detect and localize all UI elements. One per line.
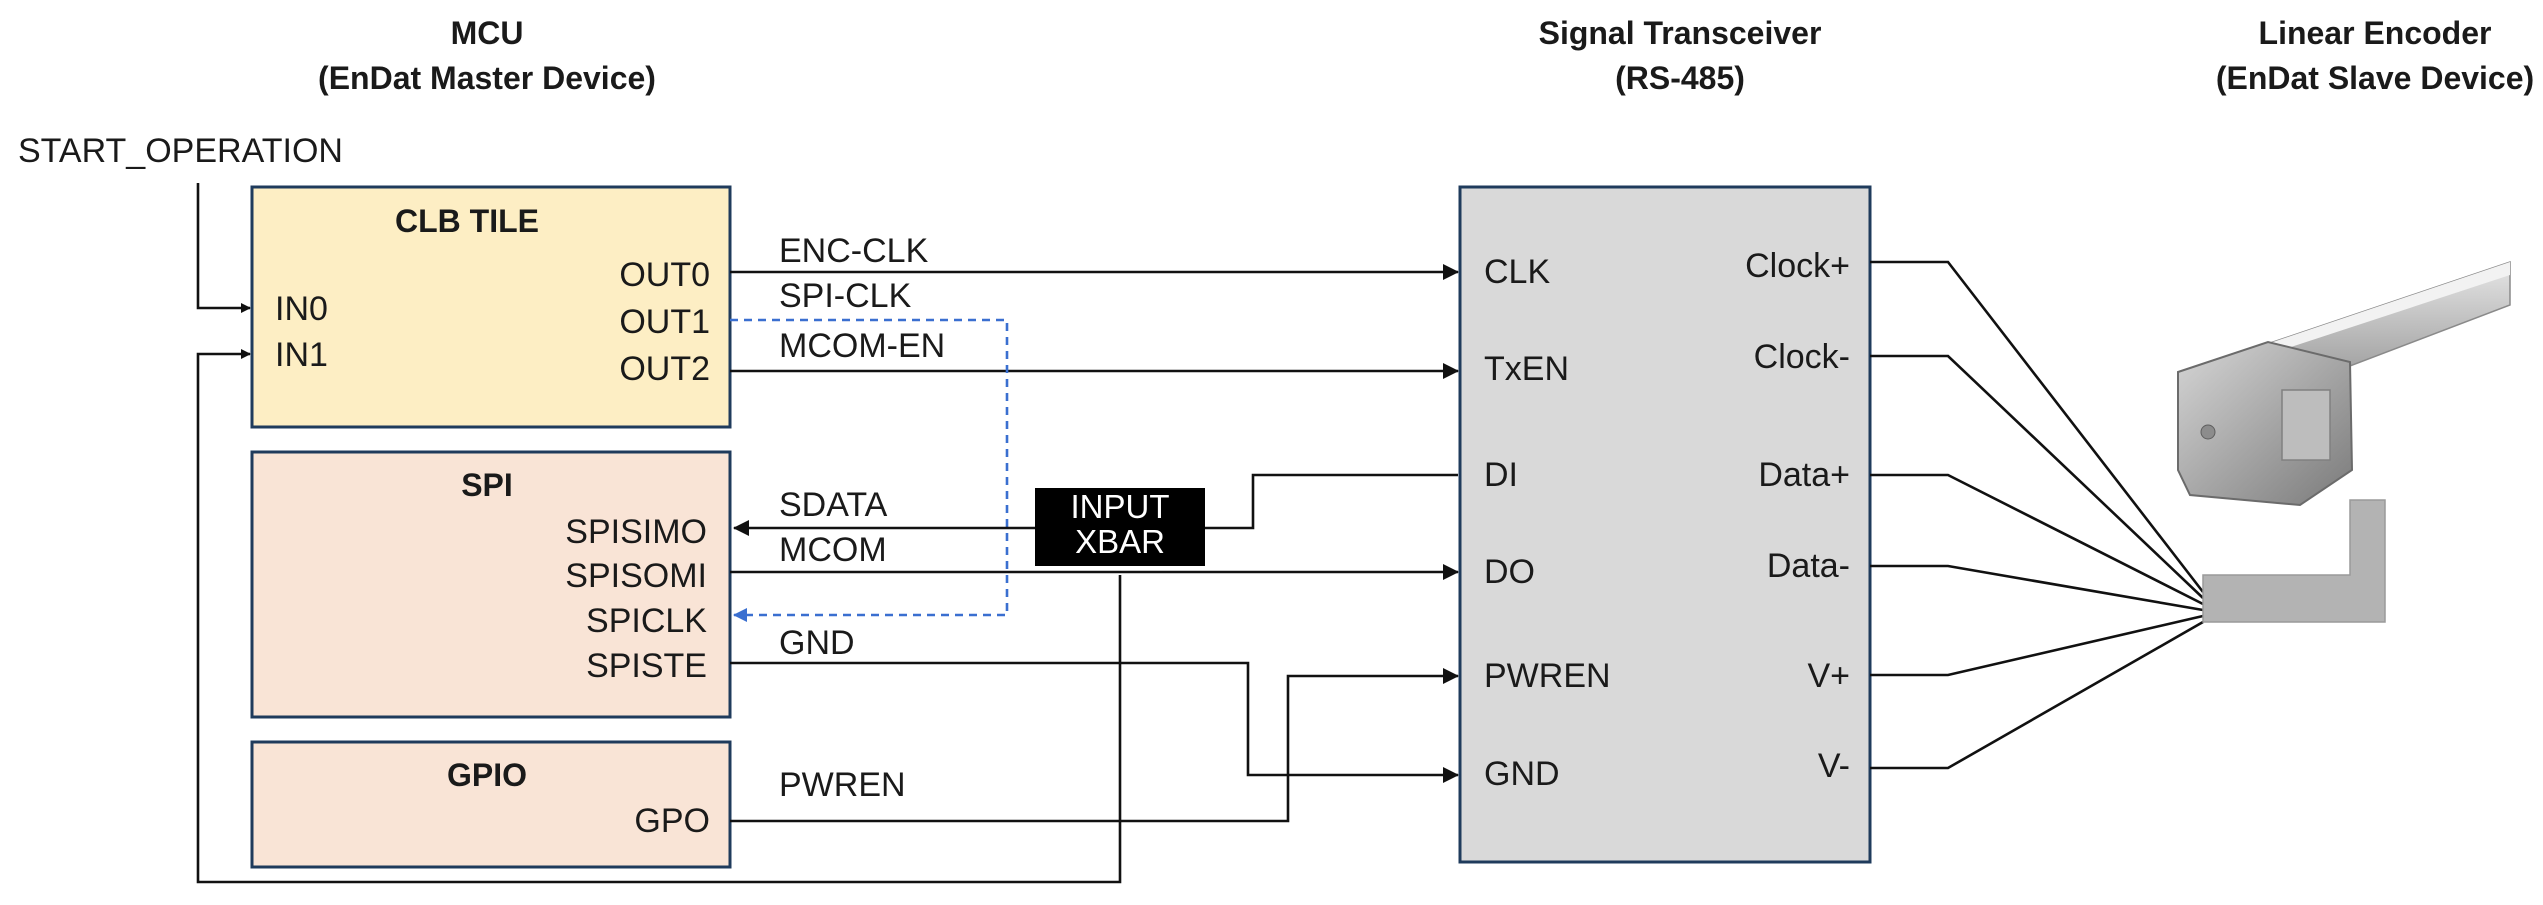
gpio-box [250, 740, 732, 869]
transceiver-pin-txen: TxEN [1484, 350, 1569, 388]
clock-minus-wire [1870, 354, 2204, 599]
transceiver-pin-data-minus: Data- [1767, 547, 1850, 585]
clb-in0-label: IN0 [275, 290, 328, 328]
input-xbar-block: INPUT XBAR [1035, 488, 1205, 566]
clb-out2-label: OUT2 [619, 350, 710, 388]
transceiver-pin-di: DI [1484, 456, 1518, 494]
spi-clk-label: SPICLK [586, 602, 707, 640]
signal-mcom: MCOM [779, 531, 887, 569]
clb-tile-box [250, 185, 732, 429]
xbar-loopback-wire [196, 349, 1122, 884]
transceiver-pin-v-minus: V- [1818, 747, 1850, 785]
spi-ste-label: SPISTE [586, 647, 707, 685]
transceiver-pin-pwren: PWREN [1484, 657, 1611, 695]
mcu-title: MCU [451, 15, 524, 51]
linear-encoder-illustration [2177, 260, 2511, 623]
input-xbar-line1: INPUT [1071, 488, 1170, 525]
data-minus-wire [1870, 564, 2204, 612]
transceiver-pin-clock-minus: Clock- [1754, 338, 1850, 376]
encoder-title: Linear Encoder [2259, 15, 2492, 51]
transceiver-box [1458, 185, 1872, 864]
spi-box [250, 450, 732, 719]
transceiver-block: CLK TxEN DI DO PWREN GND Clock+ Clock- D… [1458, 185, 1872, 864]
start-operation-wire [196, 183, 251, 313]
spi-somi-label: SPISOMI [565, 557, 707, 595]
gpio-gpo-label: GPO [634, 802, 710, 840]
clb-tile-title: CLB TILE [395, 203, 539, 239]
v-minus-wire [1870, 620, 2204, 770]
signal-mcom-en: MCOM-EN [779, 327, 945, 365]
start-operation-label: START_OPERATION [18, 132, 343, 170]
clb-out1-label: OUT1 [619, 303, 710, 341]
mcu-subtitle: (EnDat Master Device) [318, 60, 656, 96]
gnd-wire [730, 661, 1459, 783]
transceiver-pin-clk: CLK [1484, 253, 1550, 291]
signal-pwren: PWREN [779, 766, 906, 804]
di-to-xbar-wire [1205, 473, 1458, 530]
encoder-screw [2200, 424, 2216, 440]
transceiver-pin-v-plus: V+ [1807, 657, 1850, 695]
spi-block: SPI SPISIMO SPISOMI SPICLK SPISTE [250, 450, 732, 719]
encoder-cable-body [2202, 499, 2386, 623]
input-xbar-box [1035, 488, 1205, 566]
clb-out0-label: OUT0 [619, 256, 710, 294]
signal-gnd: GND [779, 624, 855, 662]
clock-plus-wire [1870, 260, 2205, 593]
encoder-subtitle: (EnDat Slave Device) [2216, 60, 2534, 96]
v-plus-wire [1870, 614, 2204, 677]
clb-in1-label: IN1 [275, 336, 328, 374]
gpio-block: GPIO GPO [250, 740, 732, 869]
pwren-wire [730, 668, 1459, 823]
signal-sdata: SDATA [779, 486, 888, 524]
transceiver-pin-do: DO [1484, 553, 1535, 591]
transceiver-pin-gnd: GND [1484, 755, 1560, 793]
encoder-head-detail [2281, 389, 2331, 461]
encoder-cable-wires [1870, 260, 2205, 770]
spi-clk-dashed-wire [730, 318, 1009, 622]
spi-title: SPI [461, 467, 513, 503]
signal-enc-clk: ENC-CLK [779, 232, 929, 270]
clb-tile-block: CLB TILE IN0 IN1 OUT0 OUT1 OUT2 [250, 185, 732, 429]
signal-spi-clk: SPI-CLK [779, 277, 912, 315]
transceiver-subtitle: (RS-485) [1615, 60, 1745, 96]
transceiver-pin-clock-plus: Clock+ [1745, 247, 1850, 285]
transceiver-title: Signal Transceiver [1539, 15, 1822, 51]
gpio-title: GPIO [447, 757, 527, 793]
input-xbar-line2: XBAR [1075, 523, 1165, 560]
spi-simo-label: SPISIMO [565, 513, 707, 551]
encoder-read-head [2177, 340, 2354, 507]
data-plus-wire [1870, 473, 2204, 606]
transceiver-pin-data-plus: Data+ [1758, 456, 1850, 494]
